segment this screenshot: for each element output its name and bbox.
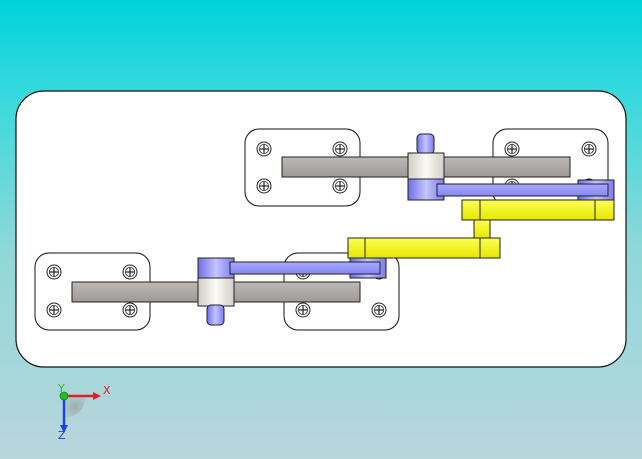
triad-label-z: Z (58, 429, 66, 442)
triad-label-x: X (103, 384, 111, 397)
blue-crank-arm-lower[interactable] (229, 257, 387, 279)
triad-label-y: Y (57, 382, 65, 395)
phillips-screw-icon (371, 302, 387, 318)
reference-triad: X Y Z (57, 382, 111, 442)
bushing-collar-upper[interactable] (407, 152, 445, 181)
phillips-screw-icon (122, 302, 138, 318)
triad-shade-icon (64, 396, 86, 418)
phillips-screw-icon (256, 141, 272, 157)
blue-hub-lower[interactable] (197, 257, 235, 280)
phillips-screw-icon (122, 264, 138, 280)
phillips-screw-icon (332, 178, 348, 194)
blue-pivot-pin-lower[interactable] (206, 304, 225, 326)
blue-crank-arm-upper[interactable] (436, 179, 615, 201)
phillips-screw-icon (332, 141, 348, 157)
phillips-screw-icon (581, 141, 597, 157)
phillips-screw-icon (256, 178, 272, 194)
bushing-collar-lower[interactable] (197, 277, 235, 307)
phillips-screw-icon (295, 302, 311, 318)
yellow-coupler-link[interactable] (347, 199, 615, 259)
phillips-screw-icon (46, 302, 62, 318)
phillips-screw-icon (504, 141, 520, 157)
y-axis-dot-icon (59, 391, 69, 401)
blue-pivot-pin-upper[interactable] (416, 133, 435, 155)
phillips-screw-icon (46, 264, 62, 280)
